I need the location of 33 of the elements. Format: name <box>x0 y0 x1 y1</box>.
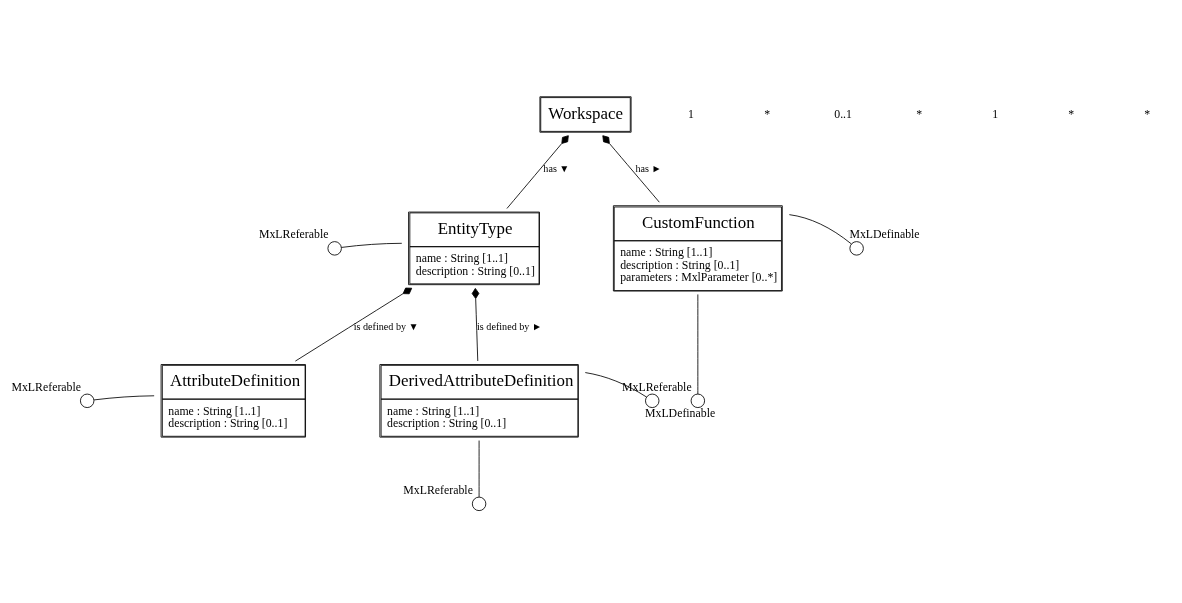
connector <box>602 134 660 203</box>
label: 1 <box>992 106 999 121</box>
node-label: MxLDefinable <box>645 405 716 420</box>
node-label: MxLReferable <box>11 379 81 394</box>
node-circle <box>849 240 864 256</box>
node-label: MxLDefinable <box>849 226 920 241</box>
connector <box>471 287 480 361</box>
node-circle <box>80 393 95 408</box>
node-circle <box>690 393 705 408</box>
edge-label: has ► <box>635 162 662 174</box>
label: 0..1 <box>834 106 852 121</box>
label: * <box>764 106 771 121</box>
connector <box>584 371 647 397</box>
connector <box>788 213 852 244</box>
label: 1 <box>688 106 695 121</box>
edge-label: is defined by ► <box>477 320 542 332</box>
node-label: MxLReferable <box>258 226 329 241</box>
node-label: MxLReferable <box>403 482 473 497</box>
node-label: MxLReferable <box>622 379 692 394</box>
edge-label: is defined by ▼ <box>353 320 419 332</box>
node-circle <box>471 496 487 511</box>
label: * <box>1068 106 1075 121</box>
connector <box>697 293 699 394</box>
label: * <box>916 106 923 121</box>
connector <box>93 394 155 400</box>
connector <box>341 242 403 248</box>
edge-label: has ▼ <box>543 162 570 174</box>
node-circle <box>327 240 342 256</box>
connector <box>294 287 413 362</box>
node-circle <box>645 393 660 408</box>
label: * <box>1144 106 1151 121</box>
connector <box>478 439 480 497</box>
connector <box>506 134 569 209</box>
